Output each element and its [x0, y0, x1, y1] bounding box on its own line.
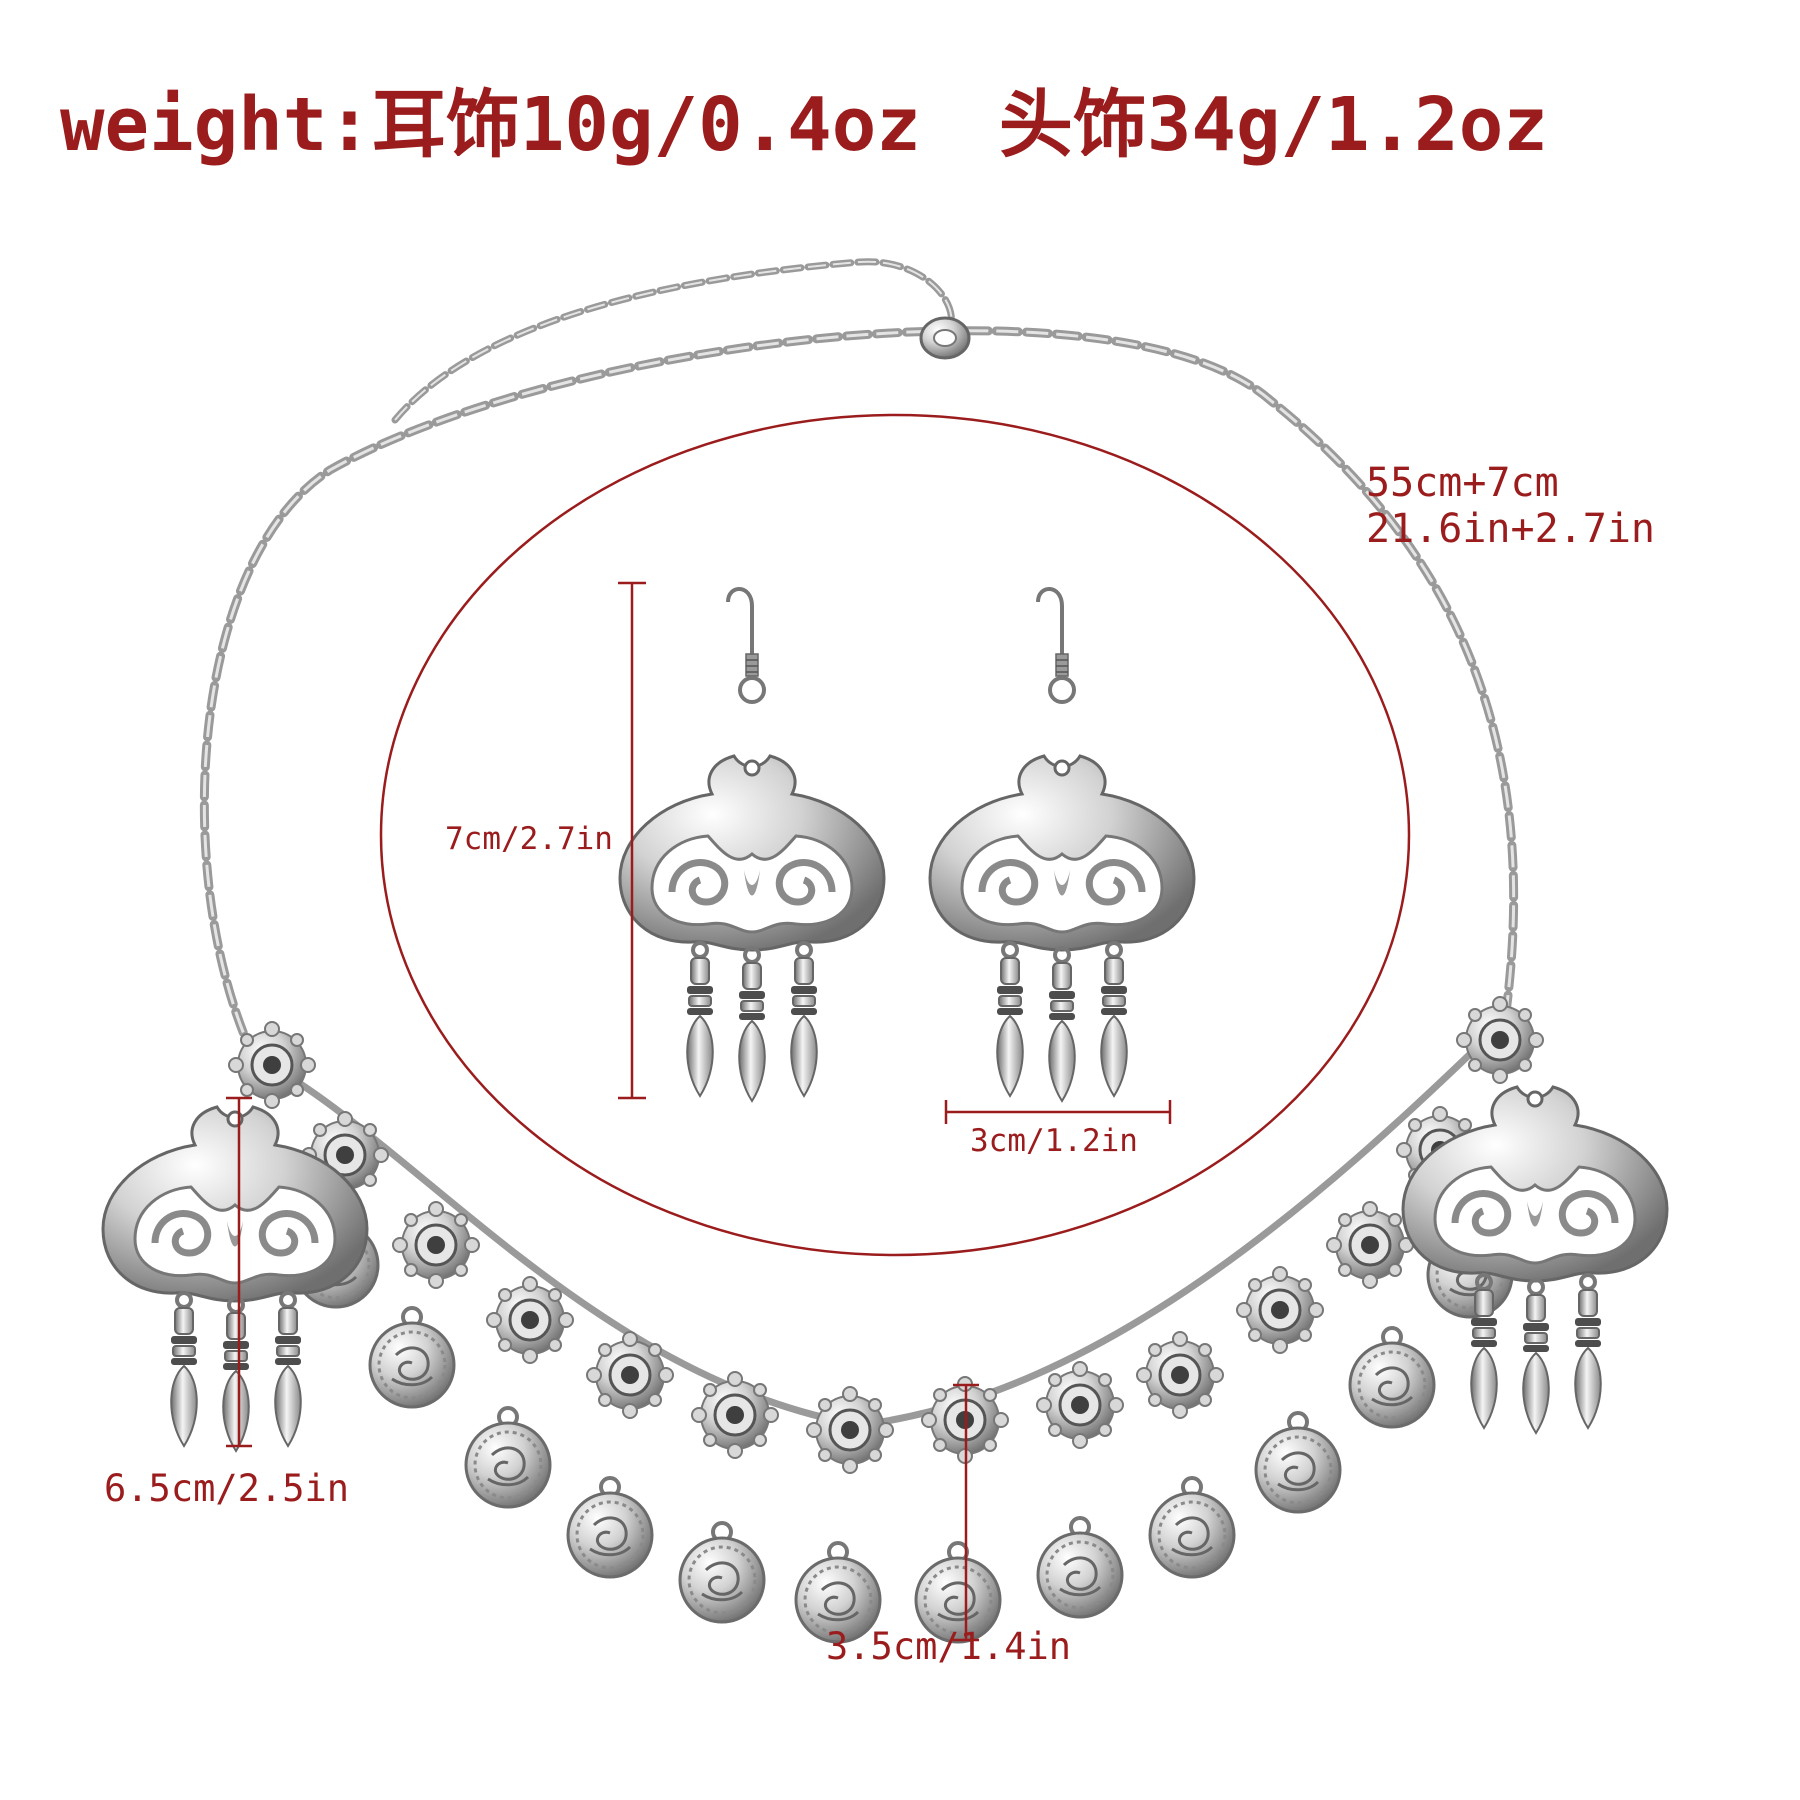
- chain-length-label: 55cm+7cm 21.6in+2.7in: [1366, 460, 1655, 552]
- headpiece-weight: 头饰34g/1.2oz: [998, 82, 1548, 168]
- weight-label: weight:: [60, 82, 372, 168]
- chain-length-in: 21.6in+2.7in: [1366, 506, 1655, 552]
- earring-height-marker: [618, 581, 646, 1100]
- extender-chain: [391, 258, 955, 424]
- earring-left: [620, 586, 884, 1103]
- earring-highlight-circle: [379, 413, 1411, 1257]
- earring-right: [930, 586, 1194, 1103]
- coin-row: [292, 1206, 1514, 1644]
- coin-size-label: 3.5cm/1.4in: [826, 1625, 1072, 1668]
- earring-width-label: 3cm/1.2in: [970, 1123, 1138, 1159]
- earring-height-label: 7cm/2.7in: [445, 821, 613, 857]
- earring-weight: 耳饰10g/0.4oz: [371, 82, 921, 168]
- pendant-height-marker: [226, 1096, 252, 1448]
- earring-width-marker: [944, 1100, 1172, 1124]
- pendant-height-label: 6.5cm/2.5in: [104, 1467, 350, 1510]
- coin-size-marker: [953, 1383, 979, 1642]
- lobster-clasp: [919, 316, 971, 360]
- chain-length-cm: 55cm+7cm: [1366, 460, 1559, 506]
